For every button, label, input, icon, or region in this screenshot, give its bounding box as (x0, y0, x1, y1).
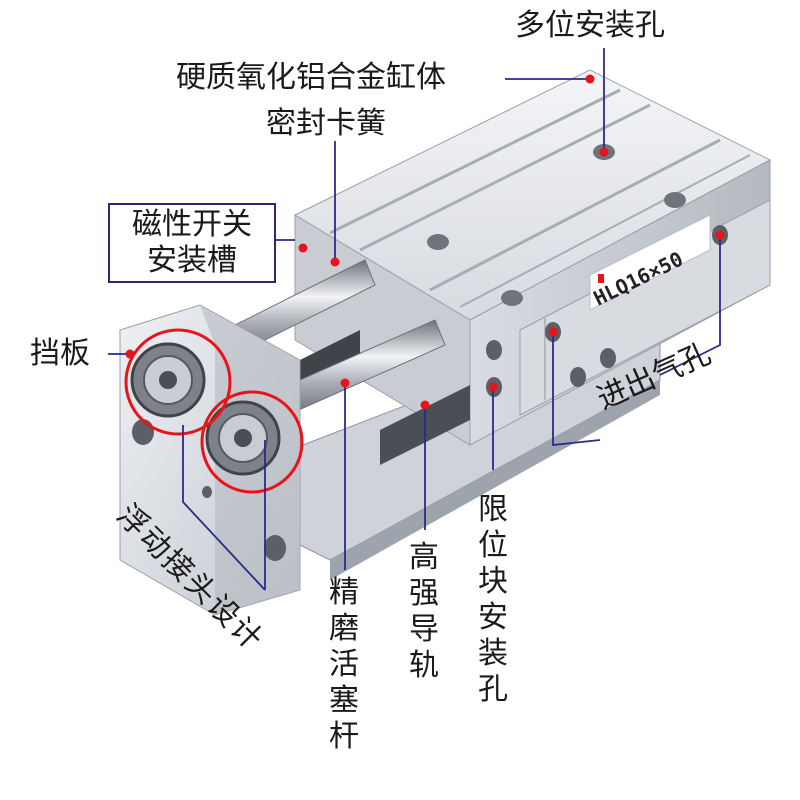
label-switch-groove-line2: 安装槽 (147, 243, 237, 278)
label-guide-rail: 高强导轨 (409, 540, 439, 683)
label-piston-rod: 精磨活塞杆 (329, 575, 359, 754)
label-mounting-holes: 多位安装孔 (515, 8, 665, 43)
floating-joints (130, 342, 281, 476)
highlight-circles (124, 328, 304, 494)
label-body: 硬质氧化铝合金缸体 (176, 60, 446, 95)
leader-lines (108, 48, 721, 591)
label-switch-groove-line1: 磁性开关 (132, 207, 252, 242)
label-switch-groove: 磁性开关 安装槽 (108, 203, 276, 283)
marker-dots (125, 74, 725, 410)
label-stopper-holes: 限位块安装孔 (478, 492, 508, 707)
label-seal-clip: 密封卡簧 (266, 106, 386, 141)
label-end-plate: 挡板 (30, 336, 90, 371)
